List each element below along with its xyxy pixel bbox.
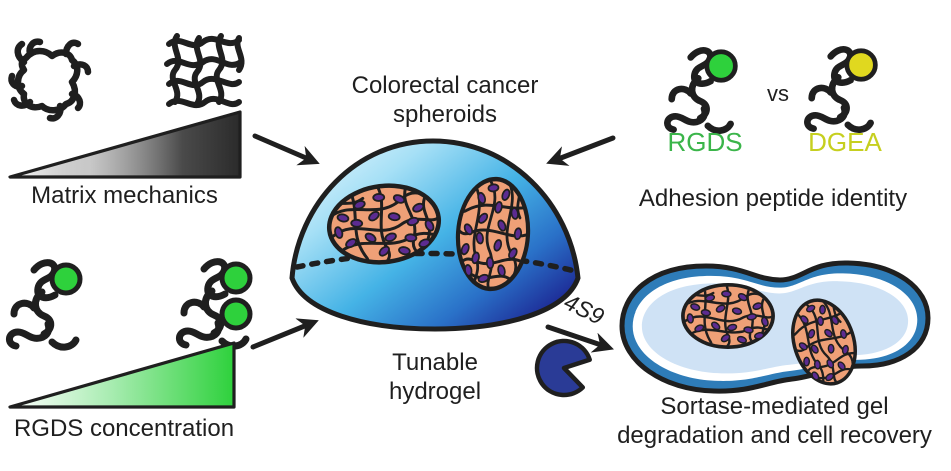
dgea-peptide-icon <box>807 49 878 129</box>
rgds-gradient-triangle <box>8 341 236 409</box>
sortase-degradation-label-line1: Sortase-mediated gel <box>660 393 889 420</box>
peptide-one-green-circle-icon <box>9 263 83 347</box>
flow-arrow-icon <box>545 324 614 353</box>
flow-arrow-icon <box>250 318 319 350</box>
dgea-peptide-label: DGEA <box>808 127 882 157</box>
degraded-gel-blob-icon <box>619 260 931 393</box>
mechanics-gradient-triangle <box>8 110 242 179</box>
matrix-mechanics-label: Matrix mechanics <box>31 182 218 209</box>
dome-equator-dotted-line <box>294 250 578 274</box>
tunable-hydrogel-label-line2: hydrogel <box>388 378 482 405</box>
colorectal-cancer-spheroids-label-line1: Colorectal cancer <box>351 72 539 99</box>
sortase-degradation-label-line2: degradation and cell recovery <box>617 422 932 449</box>
peptide-two-green-circles-icon <box>179 262 253 346</box>
flow-arrow-icon <box>252 133 320 166</box>
hydrogel-dome-icon <box>289 138 581 332</box>
dense-polymer-network-icon <box>164 33 245 109</box>
loose-polymer-network-icon <box>8 38 92 122</box>
tunable-hydrogel-label-line1: Tunable <box>392 349 478 376</box>
rgds-peptide-icon <box>667 50 738 130</box>
adhesion-peptide-identity-label: Adhesion peptide identity <box>638 185 908 212</box>
sortase-enzyme-pacman-icon <box>534 338 592 398</box>
flow-arrow-icon <box>546 135 616 166</box>
cancer-spheroid-icon <box>683 285 774 347</box>
rgds-peptide-label: RGDS <box>667 127 743 157</box>
colorectal-cancer-spheroids-label-line2: spheroids <box>392 101 498 128</box>
rgds-concentration-label: RGDS concentration <box>13 415 235 442</box>
vs-label: vs <box>767 81 789 106</box>
